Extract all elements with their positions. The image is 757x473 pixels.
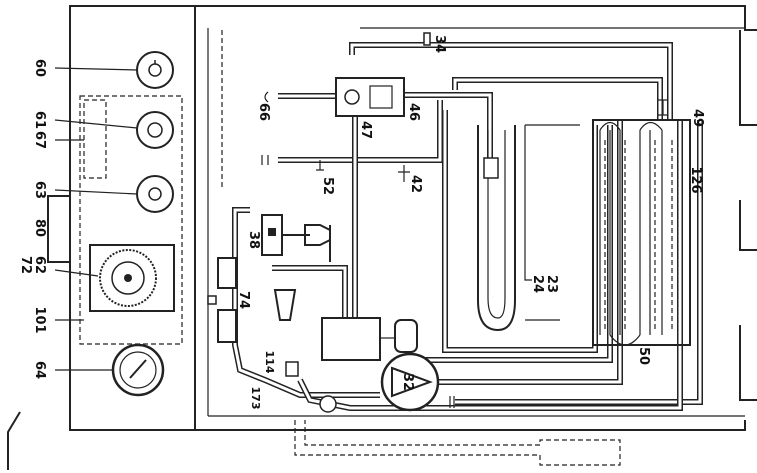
label-24: 24 xyxy=(530,275,545,293)
pipe-38-outlet xyxy=(272,265,348,318)
label-173: 173 xyxy=(249,387,262,410)
label-63: 63 xyxy=(32,181,47,199)
gauge-60-ring xyxy=(136,51,174,89)
gauge-61-knob xyxy=(147,122,163,138)
gauge-60[interactable] xyxy=(136,51,174,89)
base-dashed-accessory xyxy=(294,420,621,466)
label-60: 60 xyxy=(32,59,47,77)
casing-top xyxy=(195,5,757,31)
leader-62 xyxy=(54,269,99,277)
fitting-34 xyxy=(423,32,431,46)
label-38: 38 xyxy=(246,231,261,249)
label-101: 101 xyxy=(32,306,47,333)
label-80: 80 xyxy=(32,219,47,237)
fitting-52 xyxy=(316,160,324,171)
fitting-52-left xyxy=(261,155,269,165)
fitting-42 xyxy=(398,165,410,182)
hairpin-inner xyxy=(487,130,506,319)
pressure-gauge-64-inner xyxy=(119,351,157,389)
gas-valve-coil xyxy=(369,85,393,109)
fitting-bottom xyxy=(449,396,455,408)
filter-74-lower xyxy=(217,309,237,343)
filter-74-upper xyxy=(217,257,237,289)
label-42: 42 xyxy=(408,175,423,193)
control-board-outline xyxy=(79,95,183,345)
timer-62[interactable] xyxy=(89,244,175,312)
valve-38-stem xyxy=(268,228,276,236)
leader-63 xyxy=(54,189,138,195)
hairpin-outer xyxy=(477,125,516,332)
label-66: 66 xyxy=(256,103,271,121)
label-72: 72 xyxy=(18,256,33,274)
label-50: 50 xyxy=(636,347,651,365)
timer-62-inner xyxy=(111,261,145,295)
component-67-outline xyxy=(83,99,107,179)
pump-32-housing xyxy=(380,352,440,412)
flue-middle xyxy=(739,200,757,251)
pipe-center-loop xyxy=(442,110,598,353)
pressure-gauge-64[interactable] xyxy=(111,343,165,397)
pipe-upper-right xyxy=(452,77,663,120)
timer-62-dial xyxy=(99,249,157,307)
pump-32 xyxy=(380,352,440,412)
gauge-63-knob xyxy=(148,187,162,201)
leader-61 xyxy=(54,119,138,129)
label-126: 126 xyxy=(688,166,703,193)
label-34: 34 xyxy=(432,35,447,53)
gauge-63-ring xyxy=(136,175,174,213)
flue-upper xyxy=(739,30,757,126)
probe-block xyxy=(483,157,499,179)
pressure-gauge-64-needle xyxy=(129,359,147,379)
exchanger-tubes-right xyxy=(639,130,663,335)
valve-38 xyxy=(261,214,331,262)
heat-exchanger xyxy=(592,119,691,346)
label-47: 47 xyxy=(358,121,373,139)
label-74: 74 xyxy=(236,291,251,309)
label-46: 46 xyxy=(406,103,421,121)
timer-62-hub xyxy=(124,274,132,282)
label-23: 23 xyxy=(544,275,559,293)
expansion-vessel-body xyxy=(321,317,381,361)
exchanger-bend-bottom xyxy=(609,334,641,346)
label-64: 64 xyxy=(32,361,47,379)
sensor-114 xyxy=(285,361,299,377)
label-49: 49 xyxy=(690,109,705,127)
fitting-66 xyxy=(264,91,269,103)
expansion-vessel-cap xyxy=(394,319,418,353)
gas-valve-47 xyxy=(261,77,405,165)
label-32: 32 xyxy=(400,373,415,391)
expansion-vessel xyxy=(321,317,418,361)
front-edge-detail xyxy=(7,411,21,470)
label-114: 114 xyxy=(263,351,276,374)
pump-32-symbol xyxy=(391,366,433,398)
fitting-49 xyxy=(658,99,668,116)
flue-lower xyxy=(739,325,757,401)
leader-60 xyxy=(54,67,138,71)
label-62: 62 xyxy=(32,256,47,274)
label-61: 61 xyxy=(32,111,47,129)
sensor-173 xyxy=(319,395,337,413)
exchanger-bends-top xyxy=(599,121,663,131)
burner-brackets xyxy=(525,124,580,321)
casing-bottom xyxy=(195,420,746,431)
label-52: 52 xyxy=(320,177,335,195)
label-67: 67 xyxy=(32,131,47,149)
gauge-61[interactable] xyxy=(136,111,174,149)
exchanger-tubes-left xyxy=(599,130,621,335)
burner-assembly xyxy=(477,124,580,332)
heat-exchanger-shell xyxy=(592,119,691,346)
gas-valve-knob xyxy=(344,89,360,105)
filter-74 xyxy=(207,257,297,343)
relief-valve xyxy=(273,289,297,321)
valve-38-handle xyxy=(282,224,331,246)
component-80-block xyxy=(47,195,71,263)
electrode-24 xyxy=(524,125,532,281)
filter-74-port xyxy=(207,295,217,305)
gauge-61-ring xyxy=(136,111,174,149)
gauge-63[interactable] xyxy=(136,175,174,213)
